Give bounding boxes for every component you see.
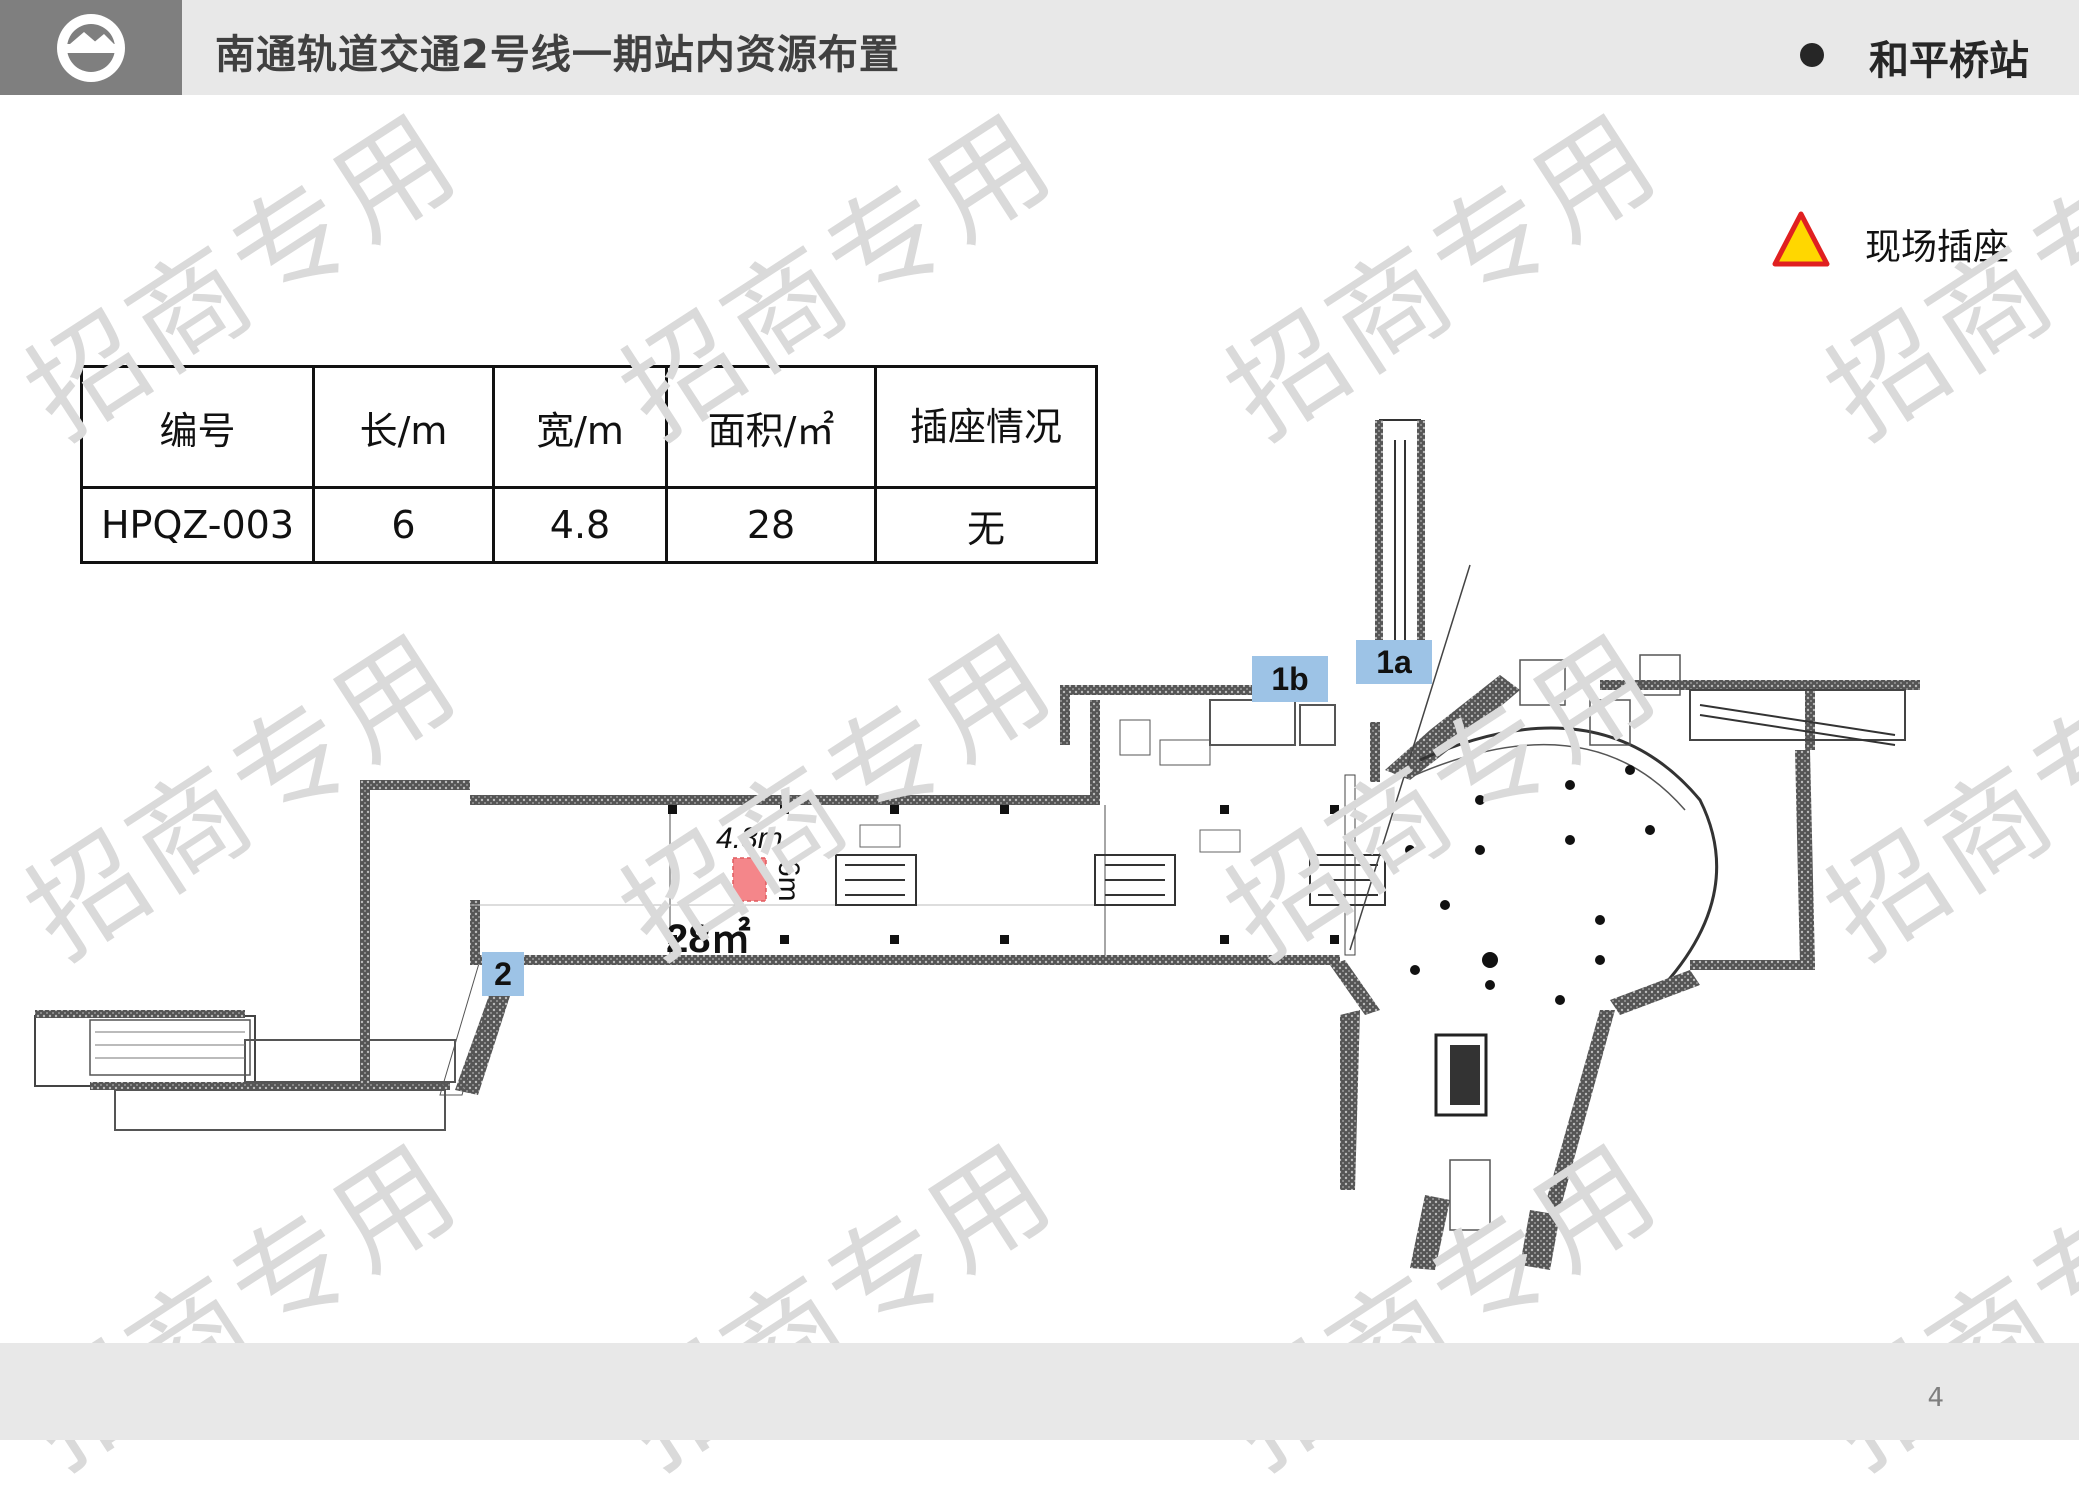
entrance-1a-tag: 1a: [1356, 640, 1432, 684]
header-cell: 宽/m: [492, 365, 668, 489]
hall-columns: [1405, 765, 1655, 1005]
station-name: 和平桥站: [1869, 38, 2029, 84]
table-cell-length: 6: [312, 486, 495, 564]
table-cell-id: HPQZ-003: [80, 486, 315, 564]
header-cell: 编号: [80, 365, 315, 489]
left-passage: [34, 1010, 456, 1131]
station-floor-plan: [34, 419, 1920, 1270]
header-cell: 面积/㎡: [665, 365, 877, 489]
table-header-row: 编号 长/m 宽/m 面积/㎡ 插座情况: [80, 365, 1098, 489]
table-row: HPQZ-003 6 4.8 28 无: [80, 486, 1098, 564]
metro-logo-icon: [57, 14, 125, 82]
station-bullet: [1800, 43, 1824, 67]
page-title: 南通轨道交通2号线一期站内资源布置: [215, 32, 900, 78]
legend-label: 现场插座: [1865, 227, 2010, 268]
header-cell: 长/m: [312, 365, 495, 489]
entrance-1b-tag: 1b: [1252, 656, 1328, 702]
table-cell-width: 4.8: [492, 486, 668, 564]
entrance-2-tag: 2: [482, 952, 524, 996]
space-area-label: 28㎡: [666, 917, 751, 961]
page-number: 4: [1927, 1383, 1944, 1413]
table-cell-area: 28: [665, 486, 877, 564]
warning-triangle-icon: [1772, 211, 1830, 267]
resource-table: 编号 长/m 宽/m 面积/㎡ 插座情况 HPQZ-003 6 4.8 28 无: [80, 365, 1098, 564]
header-bar: [0, 0, 2079, 95]
header-cell: 插座情况: [874, 365, 1098, 489]
space-width-label: 4.8m: [716, 822, 783, 855]
table-cell-socket: 无: [874, 486, 1098, 564]
footer-bar: [0, 1343, 2079, 1440]
rental-space-highlight: [732, 857, 767, 902]
logo-box: [0, 0, 182, 95]
